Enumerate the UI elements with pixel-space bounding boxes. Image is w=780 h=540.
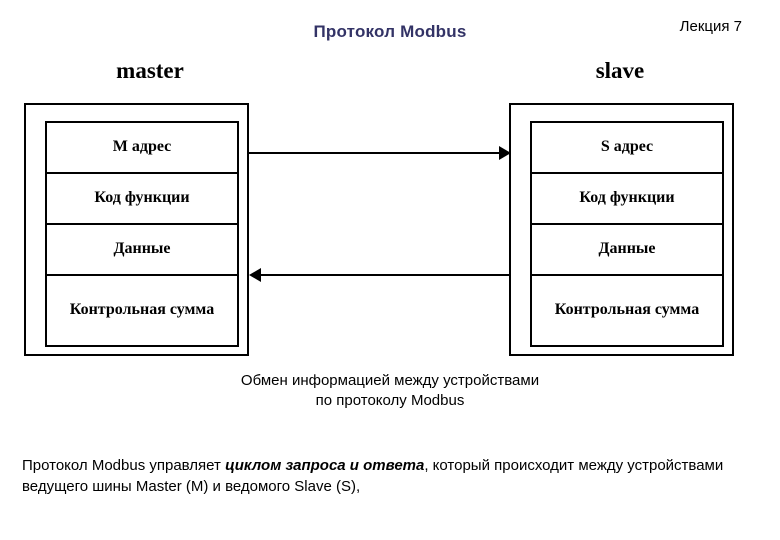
- figure-caption-line-1: Обмен информацией между устройствами: [240, 372, 540, 389]
- master-field-function-code: Код функции: [47, 174, 237, 225]
- slave-field-function-code: Код функции: [532, 174, 722, 225]
- figure-caption: Обмен информацией между устройствами по …: [0, 371, 780, 412]
- master-device-frame: М адрес Код функции Данные Контрольная с…: [24, 103, 249, 356]
- body-text-part-2: , который происходит между устройствами …: [22, 457, 724, 496]
- master-field-checksum: Контрольная сумма: [69, 301, 215, 319]
- master-field-address: М адрес: [47, 123, 237, 174]
- body-text-emphasis: циклом запроса и ответа: [225, 457, 425, 474]
- reply-arrow-line: [257, 274, 509, 276]
- master-field-data: Данные: [47, 225, 237, 276]
- slave-device-frame: S адрес Код функции Данные Контрольная с…: [509, 103, 734, 356]
- body-paragraph: Протокол Modbus управляет циклом запроса…: [22, 455, 752, 498]
- figure-caption-line-2: по протоколу Modbus: [315, 392, 465, 410]
- page-title: Протокол Modbus: [313, 22, 467, 41]
- slave-field-data: Данные: [532, 225, 722, 276]
- slave-frame-field-stack: S адрес Код функции Данные Контрольная с…: [530, 121, 724, 347]
- reply-arrow-head-left-icon: [249, 268, 261, 282]
- master-heading: master: [116, 58, 184, 83]
- body-text-part-1: Протокол Modbus управляет: [22, 457, 226, 474]
- slave-heading: slave: [595, 58, 645, 83]
- request-arrow-head-right-icon: [499, 146, 511, 160]
- slave-field-address: S адрес: [532, 123, 722, 174]
- request-arrow-line: [249, 152, 501, 154]
- lecture-number-label: Лекция 7: [679, 18, 742, 35]
- slave-field-checksum: Контрольная сумма: [554, 301, 700, 319]
- master-frame-field-stack: М адрес Код функции Данные Контрольная с…: [45, 121, 239, 347]
